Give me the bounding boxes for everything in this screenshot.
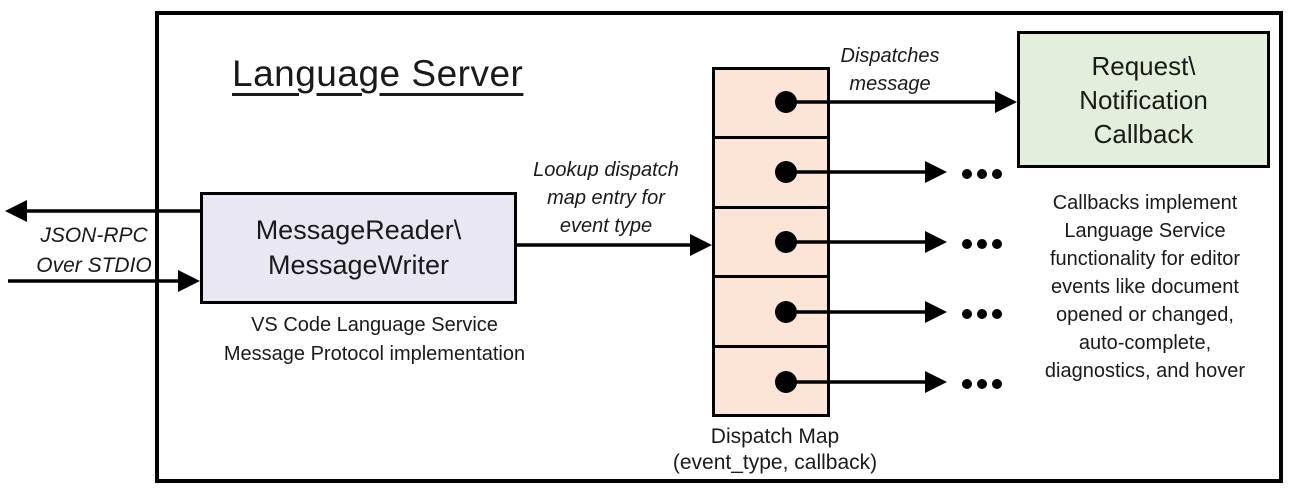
dispatch-map-cell [715,139,827,209]
callbacks-note: Callbacks implement Language Service fun… [1014,189,1276,385]
language-server-boundary-box [155,11,1283,483]
reader-caption-line2: Message Protocol implementation [223,343,526,365]
lookup-dispatch-label: Lookup dispatch map entry for event type [516,156,696,240]
stdio-label-line1: JSON-RPC [40,224,148,247]
reader-box-line2: MessageWriter [267,250,450,280]
lookup-label-line1: Lookup dispatch [533,159,679,181]
callbacks-note-line3: functionality for editor [1049,248,1241,270]
dispatches-message-label: Dispatches message [822,42,958,98]
dispatches-label-line2: message [849,73,931,95]
lookup-label-line3: event type [559,215,653,237]
diagram-title: Language Server [232,53,524,94]
dispatch-map-cell [715,278,827,348]
reader-box-caption: VS Code Language Service Message Protoco… [182,311,567,369]
dispatches-label-line1: Dispatches [840,45,940,67]
stdio-label: JSON-RPC Over STDIO [18,221,170,281]
dispatch-map-caption: Dispatch Map (event_type, callback) [644,424,906,476]
dispatch-map-cell [715,347,827,415]
callbacks-note-line2: Language Service [1064,220,1226,242]
request-notification-callback-box: Request\ Notification Callback [1017,31,1270,168]
dispatch-map-cell [715,208,827,279]
map-caption-line1: Dispatch Map [710,425,840,448]
map-caption-line2: (event_type, callback) [672,451,878,474]
lookup-label-line2: map entry for [547,187,665,209]
reader-box-line1: MessageReader\ [255,215,462,245]
message-reader-writer-box: MessageReader\ MessageWriter [200,192,517,304]
callbacks-note-line4: events like document [1051,276,1239,298]
callbacks-note-line6: auto-complete, [1078,332,1212,354]
dispatch-map-table [712,67,830,417]
callbacks-note-line5: opened or changed, [1056,304,1234,326]
dispatch-map-cell [715,70,827,140]
callback-box-line1: Request\ [1091,50,1196,81]
reader-caption-line1: VS Code Language Service [251,314,498,336]
callbacks-note-line7: diagnostics, and hover [1044,360,1246,382]
callback-box-line3: Callback [1093,118,1194,149]
callback-box-line2: Notification [1079,84,1208,115]
callbacks-note-line1: Callbacks implement [1052,192,1238,214]
stdio-label-line2: Over STDIO [36,254,152,277]
